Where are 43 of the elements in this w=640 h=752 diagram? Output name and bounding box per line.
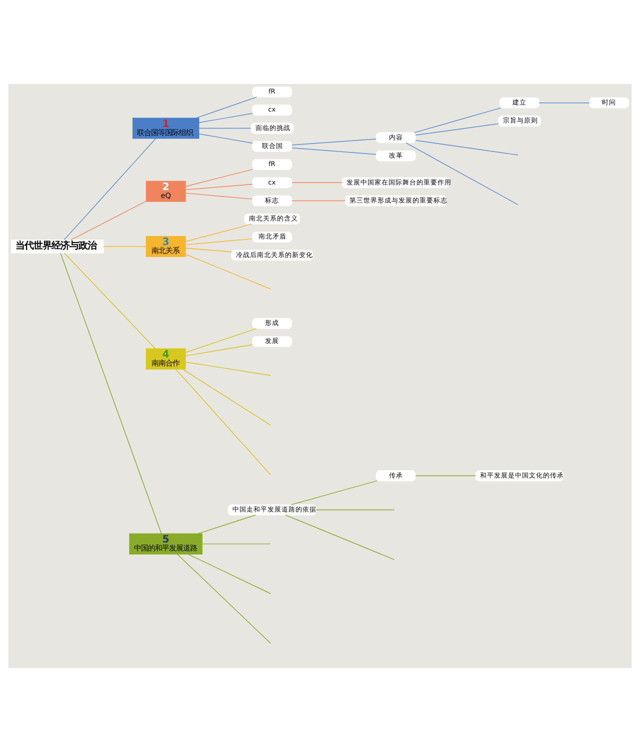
connector: [185, 184, 253, 190]
connector: [198, 128, 252, 129]
connector: [177, 554, 271, 644]
node-box: 5 中国的和平发展道路: [129, 533, 202, 554]
connector: [415, 475, 476, 476]
connector: [316, 509, 395, 510]
connector: [185, 328, 257, 353]
connector: [406, 142, 518, 205]
connector: [198, 133, 253, 144]
connector: [415, 123, 499, 136]
connector: [198, 514, 256, 534]
connector: [292, 138, 376, 146]
connector: [292, 148, 376, 155]
connector: [185, 254, 271, 290]
connector: [70, 200, 146, 240]
connector: [292, 200, 346, 202]
connector: [185, 169, 253, 187]
connector: [188, 554, 271, 594]
connector: [60, 252, 162, 534]
node-box: 1 联合国等国际组织: [132, 118, 200, 139]
connector: [64, 138, 156, 240]
connector: [185, 362, 271, 376]
node-box: 2 eQ: [146, 180, 186, 202]
node-box: 3 南北关系: [146, 236, 186, 258]
connector: [415, 140, 518, 156]
connector: [198, 113, 253, 124]
connector: [64, 252, 156, 350]
connector: [185, 224, 252, 242]
connector: [185, 248, 232, 252]
node-box: 当代世界经济与政治: [10, 240, 104, 254]
connector: [185, 344, 253, 356]
node-box: 4 南南合作: [146, 348, 186, 370]
connector: [292, 182, 342, 184]
connector: [196, 96, 257, 118]
connector: [182, 368, 271, 426]
connector: [185, 192, 253, 200]
connector: [103, 246, 146, 247]
connector: [414, 108, 502, 133]
connector: [175, 368, 271, 476]
connector: [290, 480, 378, 506]
connector: [185, 238, 253, 246]
connector: [285, 514, 395, 560]
connector: [538, 102, 590, 104]
